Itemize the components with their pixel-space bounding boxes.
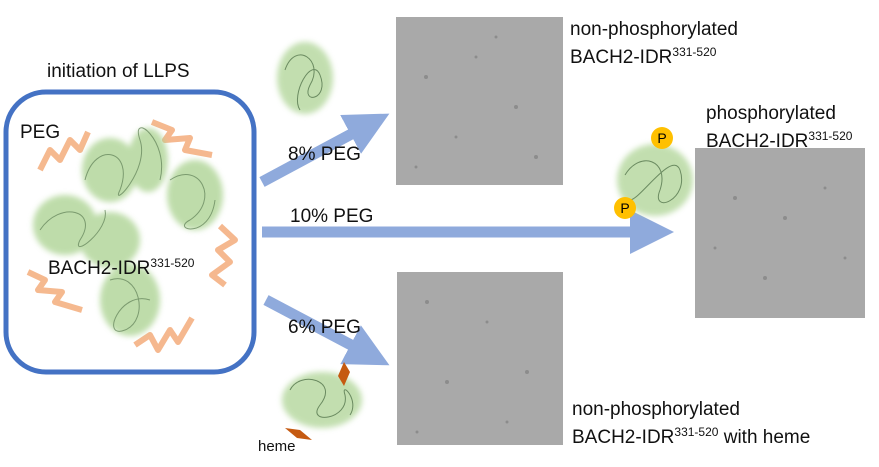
arrow-label-10: 10% PEG — [290, 206, 374, 227]
heme-icon — [338, 362, 350, 386]
caption-top: non-phosphorylated BACH2-IDR331-520 — [570, 16, 738, 72]
arrow-6-peg — [263, 295, 390, 366]
caption-range: 331-520 — [674, 425, 719, 439]
caption-right-line2: BACH2-IDR331-520 — [706, 128, 852, 156]
micrograph-bottom — [397, 272, 563, 445]
peg-label: PEG — [20, 122, 61, 143]
arrow-label-8: 8% PEG — [288, 144, 361, 165]
phospho-marker-2: P — [614, 197, 636, 219]
arrow-label-6: 6% PEG — [288, 317, 361, 338]
micrograph-right — [695, 148, 865, 318]
title: initiation of LLPS — [47, 61, 190, 82]
protein-name: BACH2-IDR — [48, 258, 151, 279]
caption-protein: BACH2-IDR — [706, 131, 809, 152]
protein-phosphorylated — [617, 144, 693, 216]
caption-range: 331-520 — [808, 129, 853, 143]
phospho-marker-1: P — [651, 127, 673, 149]
caption-bottom: non-phosphorylated BACH2-IDR331-520 with… — [572, 396, 810, 452]
caption-protein: BACH2-IDR — [572, 427, 675, 448]
caption-top-line1: non-phosphorylated — [570, 19, 738, 40]
caption-suffix: with heme — [718, 427, 811, 448]
llps-box — [3, 89, 257, 375]
protein-range: 331-520 — [150, 256, 195, 270]
caption-bottom-line2: BACH2-IDR331-520 with heme — [572, 424, 810, 452]
caption-range: 331-520 — [672, 45, 717, 59]
micrograph-top — [396, 17, 563, 185]
protein-single-bottom — [282, 372, 362, 428]
arrow-8-peg — [259, 113, 390, 187]
heme-label: heme — [258, 438, 296, 455]
peg-molecules — [26, 119, 238, 353]
phospho-label: P — [620, 200, 629, 216]
caption-right: phosphorylated BACH2-IDR331-520 — [706, 100, 852, 156]
protein-label: BACH2-IDR331-520 — [48, 256, 195, 280]
heme-icon — [285, 428, 312, 440]
caption-protein: BACH2-IDR — [570, 47, 673, 68]
phospho-label: P — [657, 130, 666, 146]
protein-single-top — [277, 42, 333, 114]
caption-bottom-line1: non-phosphorylated — [572, 399, 740, 420]
caption-top-line2: BACH2-IDR331-520 — [570, 44, 738, 72]
protein-cluster — [33, 127, 223, 336]
caption-right-line1: phosphorylated — [706, 103, 836, 124]
